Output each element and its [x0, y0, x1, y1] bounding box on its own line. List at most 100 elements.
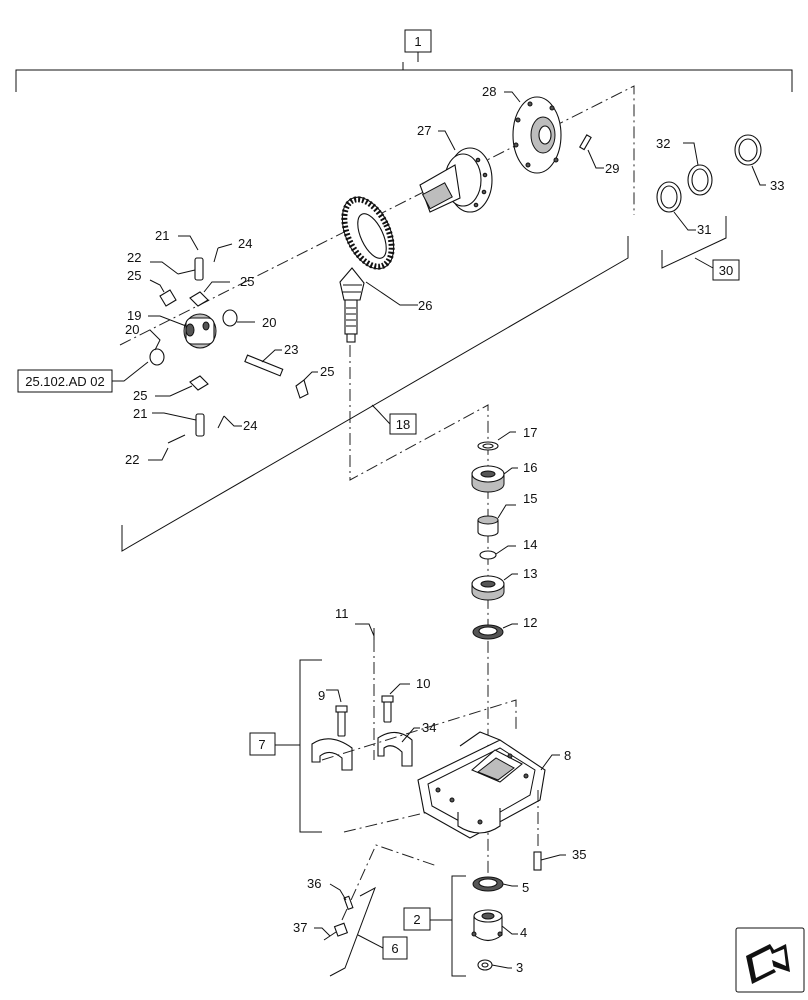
callout-36[interactable]: 36 [307, 876, 321, 891]
bracket-6: 6 [329, 886, 408, 977]
leader-26 [365, 281, 418, 306]
callout-35[interactable]: 35 [572, 847, 586, 862]
housing-outline-lower [343, 809, 438, 833]
callout-25c[interactable]: 25 [133, 388, 147, 403]
bearing-16: 16 [471, 460, 537, 493]
callout-19[interactable]: 19 [127, 308, 141, 323]
reference-link[interactable]: 25.102.AD 02 [17, 361, 149, 393]
callout-33[interactable]: 33 [770, 178, 784, 193]
callout-22a[interactable]: 22 [127, 250, 141, 265]
pinion-shaft-26 [339, 267, 365, 343]
callout-27[interactable]: 27 [417, 123, 431, 138]
callout-22b[interactable]: 22 [125, 452, 139, 467]
callout-34[interactable]: 34 [422, 720, 436, 735]
bolt-10: 10 [381, 676, 430, 723]
ring-32: 32 [656, 136, 713, 196]
callout-box-18: 18 [371, 404, 417, 435]
housing-8: 8 [417, 731, 571, 839]
callout-8[interactable]: 8 [564, 748, 571, 763]
flange-28: 28 [482, 84, 562, 174]
bracket-30: 30 [661, 216, 740, 281]
callout-15[interactable]: 15 [523, 491, 537, 506]
upper-assembly-axis [119, 85, 635, 346]
callout-21a[interactable]: 21 [155, 228, 169, 243]
fitting-37: 37 [293, 920, 349, 941]
spider-block-19: 19 [127, 308, 217, 349]
callout-25b[interactable]: 25 [240, 274, 254, 289]
callout-4[interactable]: 4 [520, 925, 527, 940]
bracket-7: 7 [249, 659, 322, 833]
ring-gear-26 [341, 196, 395, 270]
bolt-35: 35 [533, 847, 586, 871]
shaft-axis [349, 345, 489, 890]
pin-21-bottom: 21 [133, 406, 205, 437]
callout-12[interactable]: 12 [523, 615, 537, 630]
bearing-13: 13 [471, 566, 537, 601]
callout-24b[interactable]: 24 [243, 418, 257, 433]
snap-ring-17: 17 [477, 425, 537, 451]
roll-pin-22-bottom: 22 [125, 434, 186, 467]
washer-25-right: 25 [295, 364, 334, 399]
callout-26[interactable]: 26 [418, 298, 432, 313]
callout-23[interactable]: 23 [284, 342, 298, 357]
callout-25a[interactable]: 25 [127, 268, 141, 283]
callout-11[interactable]: 11 [335, 606, 349, 621]
assembly-bracket-1: 1 [15, 29, 793, 92]
callout-16[interactable]: 16 [523, 460, 537, 475]
seal-5: 5 [472, 876, 529, 895]
washer-20-right: 20 [222, 309, 276, 330]
seal-12: 12 [472, 615, 537, 640]
washer-25-bottom: 25 [133, 375, 209, 403]
bracket-2: 2 [403, 875, 466, 977]
washer-25-top-right: 25 [189, 274, 254, 307]
callout-37[interactable]: 37 [293, 920, 307, 935]
callout-21b[interactable]: 21 [133, 406, 147, 421]
callout-1[interactable]: 1 [414, 34, 421, 49]
callout-18[interactable]: 18 [396, 417, 410, 432]
pin-24-bottom: 24 [217, 415, 257, 433]
callout-10[interactable]: 10 [416, 676, 430, 691]
bolt-9: 9 [318, 688, 348, 737]
callout-7[interactable]: 7 [258, 737, 265, 752]
screw-36: 36 [307, 876, 354, 911]
callout-14[interactable]: 14 [523, 537, 537, 552]
pin-21-top: 21 [155, 228, 204, 281]
washer-25-top-left: 25 [127, 268, 177, 307]
callout-6[interactable]: 6 [391, 941, 398, 956]
callout-32[interactable]: 32 [656, 136, 670, 151]
callout-30[interactable]: 30 [719, 263, 733, 278]
callout-28[interactable]: 28 [482, 84, 496, 99]
lower-assembly-bracket [121, 236, 629, 552]
callout-31[interactable]: 31 [697, 222, 711, 237]
bearing-cap-left [311, 738, 353, 771]
callout-9[interactable]: 9 [318, 688, 325, 703]
housing-4: 4 [471, 909, 527, 942]
ring-33: 33 [734, 134, 784, 193]
lower-left-axis [341, 844, 438, 921]
callout-5[interactable]: 5 [522, 880, 529, 895]
differential-case-27: 27 [417, 123, 493, 213]
callout-20b[interactable]: 20 [262, 315, 276, 330]
snap-ring-14: 14 [479, 537, 537, 560]
callout-13[interactable]: 13 [523, 566, 537, 581]
callout-3[interactable]: 3 [516, 960, 523, 975]
roll-pin-22-top: 22 [127, 250, 196, 275]
spacer-15: 15 [477, 491, 537, 537]
callout-20a[interactable]: 20 [125, 322, 139, 337]
callout-25d[interactable]: 25 [320, 364, 334, 379]
washer-20-left: 20 [125, 322, 165, 366]
pin-11: 11 [335, 606, 375, 640]
bolt-29: 29 [579, 134, 619, 176]
next-page-arrow-icon[interactable] [735, 927, 805, 993]
callout-24a[interactable]: 24 [238, 236, 252, 251]
callout-17[interactable]: 17 [523, 425, 537, 440]
callout-29[interactable]: 29 [605, 161, 619, 176]
pin-24-top: 24 [213, 236, 252, 263]
housing-outline-upper [321, 699, 517, 761]
cross-shaft-23: 23 [244, 342, 298, 377]
callout-2[interactable]: 2 [413, 912, 420, 927]
reference-link-label[interactable]: 25.102.AD 02 [25, 374, 105, 389]
ring-31: 31 [656, 181, 711, 237]
washer-3: 3 [477, 959, 523, 975]
